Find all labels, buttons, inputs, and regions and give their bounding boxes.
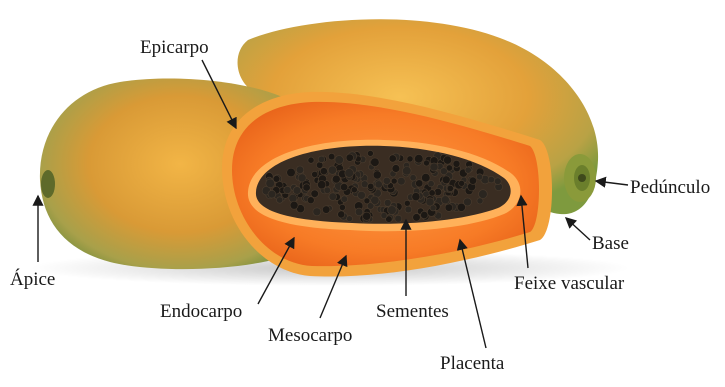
seed [389, 155, 396, 162]
seed [440, 168, 447, 175]
seed [335, 156, 344, 165]
seed [397, 177, 405, 185]
seed [313, 208, 321, 216]
seed [284, 186, 291, 193]
seed [421, 211, 428, 218]
seed [459, 180, 465, 186]
seed [328, 166, 336, 174]
seed [355, 208, 363, 216]
seed [488, 176, 495, 183]
seed [441, 196, 449, 204]
seed [464, 198, 472, 206]
seed [320, 168, 327, 175]
seed [318, 181, 326, 189]
seed [371, 158, 380, 167]
seed [339, 204, 345, 210]
seed [341, 196, 348, 203]
seed [358, 191, 366, 199]
seed [415, 154, 424, 163]
seed [395, 215, 402, 222]
seed [391, 178, 397, 184]
label-pedunculo: Pedúnculo [630, 178, 710, 197]
seed [392, 165, 400, 173]
seed [426, 198, 434, 206]
seed [383, 177, 390, 184]
seed [273, 176, 280, 183]
seed [338, 211, 345, 218]
seed [416, 180, 423, 187]
seed [494, 178, 501, 185]
seed [444, 156, 452, 164]
label-apice: Ápice [10, 270, 55, 289]
label-feixe-vascular: Feixe vascular [514, 274, 624, 293]
label-epicarpo: Epicarpo [140, 38, 209, 57]
seed [332, 175, 340, 183]
label-base: Base [592, 234, 629, 253]
seed [346, 154, 353, 161]
seed [410, 175, 416, 181]
seed [345, 169, 354, 178]
label-endocarpo: Endocarpo [160, 302, 242, 321]
seed [312, 171, 318, 177]
seed [430, 163, 438, 171]
seed [465, 167, 471, 173]
seed [404, 200, 410, 206]
seed [429, 190, 435, 196]
seed [412, 193, 420, 201]
seed [368, 183, 374, 189]
seed [428, 181, 434, 187]
seed [447, 185, 453, 191]
seed [324, 187, 331, 194]
seed [442, 176, 450, 184]
seed [318, 156, 325, 163]
seed [373, 171, 381, 179]
label-sementes: Sementes [376, 302, 449, 321]
seed [308, 157, 314, 163]
seed [329, 193, 337, 201]
seed [322, 206, 330, 214]
seed [424, 160, 430, 166]
seed [422, 173, 431, 182]
seed [303, 184, 310, 191]
seed [367, 150, 373, 156]
seed [268, 190, 276, 198]
seed [293, 187, 301, 195]
seed [388, 206, 397, 215]
seed [477, 174, 483, 180]
seed [363, 212, 371, 220]
seed [296, 166, 304, 174]
seed [445, 204, 453, 212]
seed [381, 212, 387, 218]
seed [290, 201, 298, 209]
label-placenta: Placenta [440, 354, 504, 373]
seed [328, 153, 335, 160]
seed [407, 156, 413, 162]
seed [287, 168, 296, 177]
seed [364, 198, 370, 204]
seed [469, 177, 476, 184]
seed [371, 196, 379, 204]
seed [311, 190, 319, 198]
seed [453, 160, 460, 167]
seed [347, 216, 353, 222]
label-mesocarpo: Mesocarpo [268, 326, 352, 345]
seed [340, 183, 347, 190]
seed [413, 214, 421, 222]
seed [307, 197, 314, 204]
seed [479, 190, 488, 199]
seed [351, 187, 357, 193]
line-pedunculo [596, 181, 628, 185]
line-base [566, 218, 590, 240]
seed [277, 197, 283, 203]
seed [403, 167, 412, 176]
seed [375, 181, 382, 188]
seed [405, 206, 412, 213]
